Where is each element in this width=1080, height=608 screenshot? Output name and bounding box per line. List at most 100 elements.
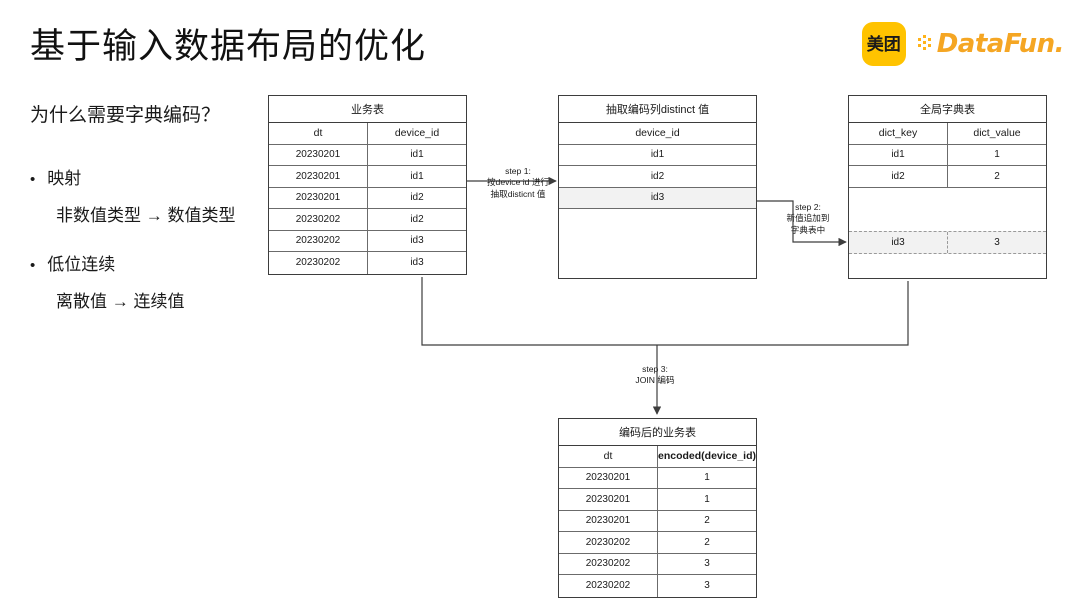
cell-dt: 20230202	[559, 575, 658, 597]
cell-dict-key: id1	[849, 144, 948, 165]
step-1-label: step 1: 按device id 进行 抽取disticnt 值	[470, 166, 566, 200]
cell-dt: 20230201	[269, 187, 368, 208]
cell-device-id: id2	[410, 213, 424, 225]
bullet-mapping-head: 映射	[47, 169, 82, 188]
datafun-dots-icon	[917, 33, 934, 55]
column-header-dt: dt	[269, 123, 368, 144]
step-1-line-3: 抽取disticnt 值	[490, 188, 546, 199]
step-2-line-1: step 2:	[795, 202, 821, 212]
cell-dt: 20230202	[269, 209, 368, 230]
lead-question: 为什么需要字典编码？	[30, 105, 221, 126]
table-business: 业务表 dt device_id 20230201 id1 20230201 i…	[268, 95, 467, 275]
bullet-contiguous: • 低位连续 离散值 → 连续值	[30, 250, 184, 312]
cell-encoded-device-id: 2	[704, 515, 710, 527]
table-business-title: 业务表	[269, 96, 466, 123]
cell-encoded-device-id: 2	[704, 536, 710, 548]
table-row: 20230201 1	[559, 489, 756, 511]
table-row: 20230202 id2	[269, 209, 466, 231]
table-row: id1 1	[849, 144, 1046, 166]
table-gap-area	[849, 188, 1046, 231]
table-empty-area	[849, 254, 1046, 281]
cell-dt: 20230201	[269, 166, 368, 187]
cell-dict-value: 2	[994, 170, 1000, 182]
bullet-contiguous-sub: 离散值 → 连续值	[56, 292, 185, 311]
cell-dict-value: 3	[994, 236, 1000, 248]
cell-dict-value: 1	[994, 149, 1000, 161]
step-2-line-2: 新值追加到	[786, 213, 830, 224]
step-1-line-1: step 1:	[505, 166, 531, 176]
table-distinct-title: 抽取编码列distinct 值	[559, 96, 756, 123]
table-dict-title: 全局字典表	[849, 96, 1046, 123]
bullet-mapping: • 映射 非数值类型 → 数值类型	[30, 164, 235, 226]
table-encoded-header: dt encoded(device_id)	[559, 446, 756, 468]
cell-dt: 20230201	[559, 489, 658, 510]
table-row: 20230201 id2	[269, 187, 466, 209]
cell-encoded-device-id: 1	[704, 493, 710, 505]
column-header-device-id: device_id	[394, 127, 440, 140]
table-distinct-header: device_id	[559, 123, 756, 145]
table-row: 20230202 3	[559, 553, 756, 575]
step-2-line-3: 字典表中	[790, 224, 826, 235]
cell-device-id: id2	[410, 192, 424, 204]
table-row-highlighted: id3	[559, 187, 756, 209]
table-row: 20230202 id3	[269, 230, 466, 252]
logo-group: 美团 DataFun.	[861, 22, 1065, 66]
column-header-dict-key: dict_key	[849, 123, 948, 144]
cell-dt: 20230202	[559, 532, 658, 553]
bullet-dot-icon: •	[30, 257, 36, 274]
table-row: 20230202 3	[559, 575, 756, 597]
table-row: id1	[559, 145, 756, 166]
meituan-logo: 美团	[861, 22, 906, 66]
column-header-device-id: device_id	[635, 127, 680, 140]
cell-dt: 20230201	[559, 467, 658, 488]
table-dict-header: dict_key dict_value	[849, 123, 1046, 145]
connector-step3-left	[421, 277, 657, 346]
cell-encoded-device-id: 3	[704, 580, 710, 592]
cell-dt: 20230202	[269, 230, 368, 251]
page-title: 基于输入数据布局的优化	[30, 27, 427, 66]
step-3-label: step 3: JOIN 编码	[600, 364, 710, 387]
table-row: 20230201 1	[559, 467, 756, 489]
cell-dt: 20230202	[559, 553, 658, 574]
step-3-line-2: JOIN 编码	[635, 375, 675, 386]
datafun-wordmark: DataFun.	[936, 29, 1065, 59]
table-business-header: dt device_id	[269, 123, 466, 145]
step-3-line-1: step 3:	[642, 364, 668, 374]
table-row: 20230202 id3	[269, 252, 466, 274]
cell-device-id: id3	[410, 257, 424, 269]
cell-device-id: id3	[650, 192, 665, 204]
table-row: 20230201 id1	[269, 144, 466, 166]
bullet-dot-icon: •	[30, 171, 36, 188]
cell-encoded-device-id: 1	[704, 472, 710, 484]
connector-step3-right	[657, 281, 909, 346]
table-row: id2	[559, 166, 756, 188]
step-2-label: step 2: 新值追加到 字典表中	[760, 202, 856, 236]
datafun-logo: DataFun.	[917, 29, 1065, 59]
table-row: id2 2	[849, 166, 1046, 188]
table-row: 20230201 id1	[269, 166, 466, 188]
step-1-line-2: 按device id 进行	[486, 177, 550, 188]
cell-dict-key: id2	[849, 166, 948, 187]
table-row: 20230201 2	[559, 510, 756, 532]
cell-device-id: id1	[410, 170, 424, 182]
table-encoded-title: 编码后的业务表	[559, 419, 756, 446]
cell-device-id: id3	[410, 235, 424, 247]
cell-dt: 20230201	[559, 510, 658, 531]
column-header-dict-value: dict_value	[973, 127, 1021, 140]
cell-device-id: id2	[650, 170, 665, 182]
cell-dt: 20230201	[269, 144, 368, 165]
table-row-appended: id3 3	[849, 230, 1046, 254]
table-dict: 全局字典表 dict_key dict_value id1 1 id2 2 id…	[848, 95, 1047, 279]
table-encoded: 编码后的业务表 dt encoded(device_id) 20230201 1…	[558, 418, 757, 598]
table-distinct: 抽取编码列distinct 值 device_id id1 id2 id3	[558, 95, 757, 279]
column-header-encoded-device-id: encoded(device_id)	[658, 450, 756, 463]
cell-device-id: id1	[410, 149, 424, 161]
cell-dt: 20230202	[269, 252, 368, 274]
cell-encoded-device-id: 3	[704, 558, 710, 570]
bullet-contiguous-head: 低位连续	[47, 255, 116, 274]
cell-dict-key: id3	[849, 231, 948, 253]
cell-device-id: id1	[650, 149, 665, 161]
bullet-mapping-sub: 非数值类型 → 数值类型	[56, 206, 236, 225]
table-row: 20230202 2	[559, 532, 756, 554]
column-header-dt: dt	[559, 446, 658, 467]
